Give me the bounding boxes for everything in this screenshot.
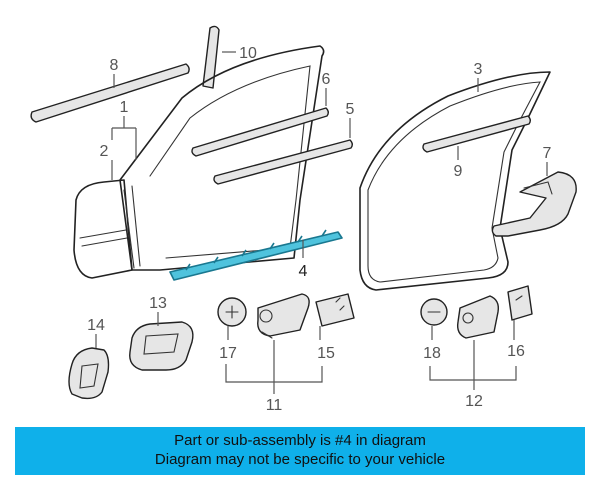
part-13-inner-handle-housing[interactable] — [129, 321, 194, 371]
callout-5: 5 — [346, 101, 355, 118]
part-17-lock-cylinder[interactable] — [217, 297, 247, 327]
front-door-frame[interactable] — [119, 45, 325, 271]
part-15-trim-pad[interactable] — [315, 293, 355, 327]
callout-11: 11 — [266, 397, 283, 414]
callout-9: 9 — [454, 163, 463, 180]
callout-10: 10 — [239, 45, 257, 62]
callout-15: 15 — [317, 345, 335, 362]
part-6-glass-run-strip[interactable] — [191, 107, 329, 157]
callout-16: 16 — [507, 343, 525, 360]
part-10-pillar-trim[interactable] — [202, 25, 220, 89]
info-banner: Part or sub-assembly is #4 in diagram Di… — [15, 427, 585, 475]
callout-14: 14 — [87, 317, 105, 334]
part-16-trim-pad[interactable] — [507, 285, 533, 321]
callout-4: 4 — [299, 263, 308, 280]
leader-lines — [95, 51, 548, 394]
part-14-bezel[interactable] — [68, 347, 110, 400]
callout-6: 6 — [322, 71, 331, 88]
part-9-inner-strip[interactable] — [422, 115, 531, 153]
callout-13: 13 — [149, 295, 167, 312]
parts-diagram: 8 10 1 2 6 5 4 3 9 7 13 14 17 15 11 18 1… — [30, 25, 577, 414]
callout-labels: 8 10 1 2 6 5 4 3 9 7 13 14 17 15 11 18 1… — [87, 45, 551, 414]
part-8-belt-moulding[interactable] — [30, 63, 190, 123]
part-3-body-weatherstrip[interactable] — [359, 71, 551, 291]
part-rear-outer-handle[interactable] — [456, 295, 500, 339]
front-door-outer-panel[interactable] — [73, 179, 133, 279]
callout-2: 2 — [100, 143, 109, 160]
callout-3: 3 — [474, 61, 483, 78]
callout-17: 17 — [219, 345, 237, 362]
part-7-armrest-trim[interactable] — [491, 171, 577, 237]
callout-12: 12 — [465, 393, 483, 410]
part-4-door-weatherstrip-highlighted[interactable] — [169, 229, 343, 281]
part-18-lock-cylinder[interactable] — [420, 298, 448, 326]
part-5-inner-belt-strip[interactable] — [213, 139, 353, 185]
part-outer-handle[interactable] — [257, 293, 310, 339]
callout-1: 1 — [120, 99, 129, 116]
callout-7: 7 — [543, 145, 552, 162]
callout-8: 8 — [110, 57, 119, 74]
banner-line-2: Diagram may not be specific to your vehi… — [154, 451, 446, 468]
banner-line-1: Part or sub-assembly is #4 in diagram — [174, 432, 426, 449]
callout-18: 18 — [423, 345, 441, 362]
